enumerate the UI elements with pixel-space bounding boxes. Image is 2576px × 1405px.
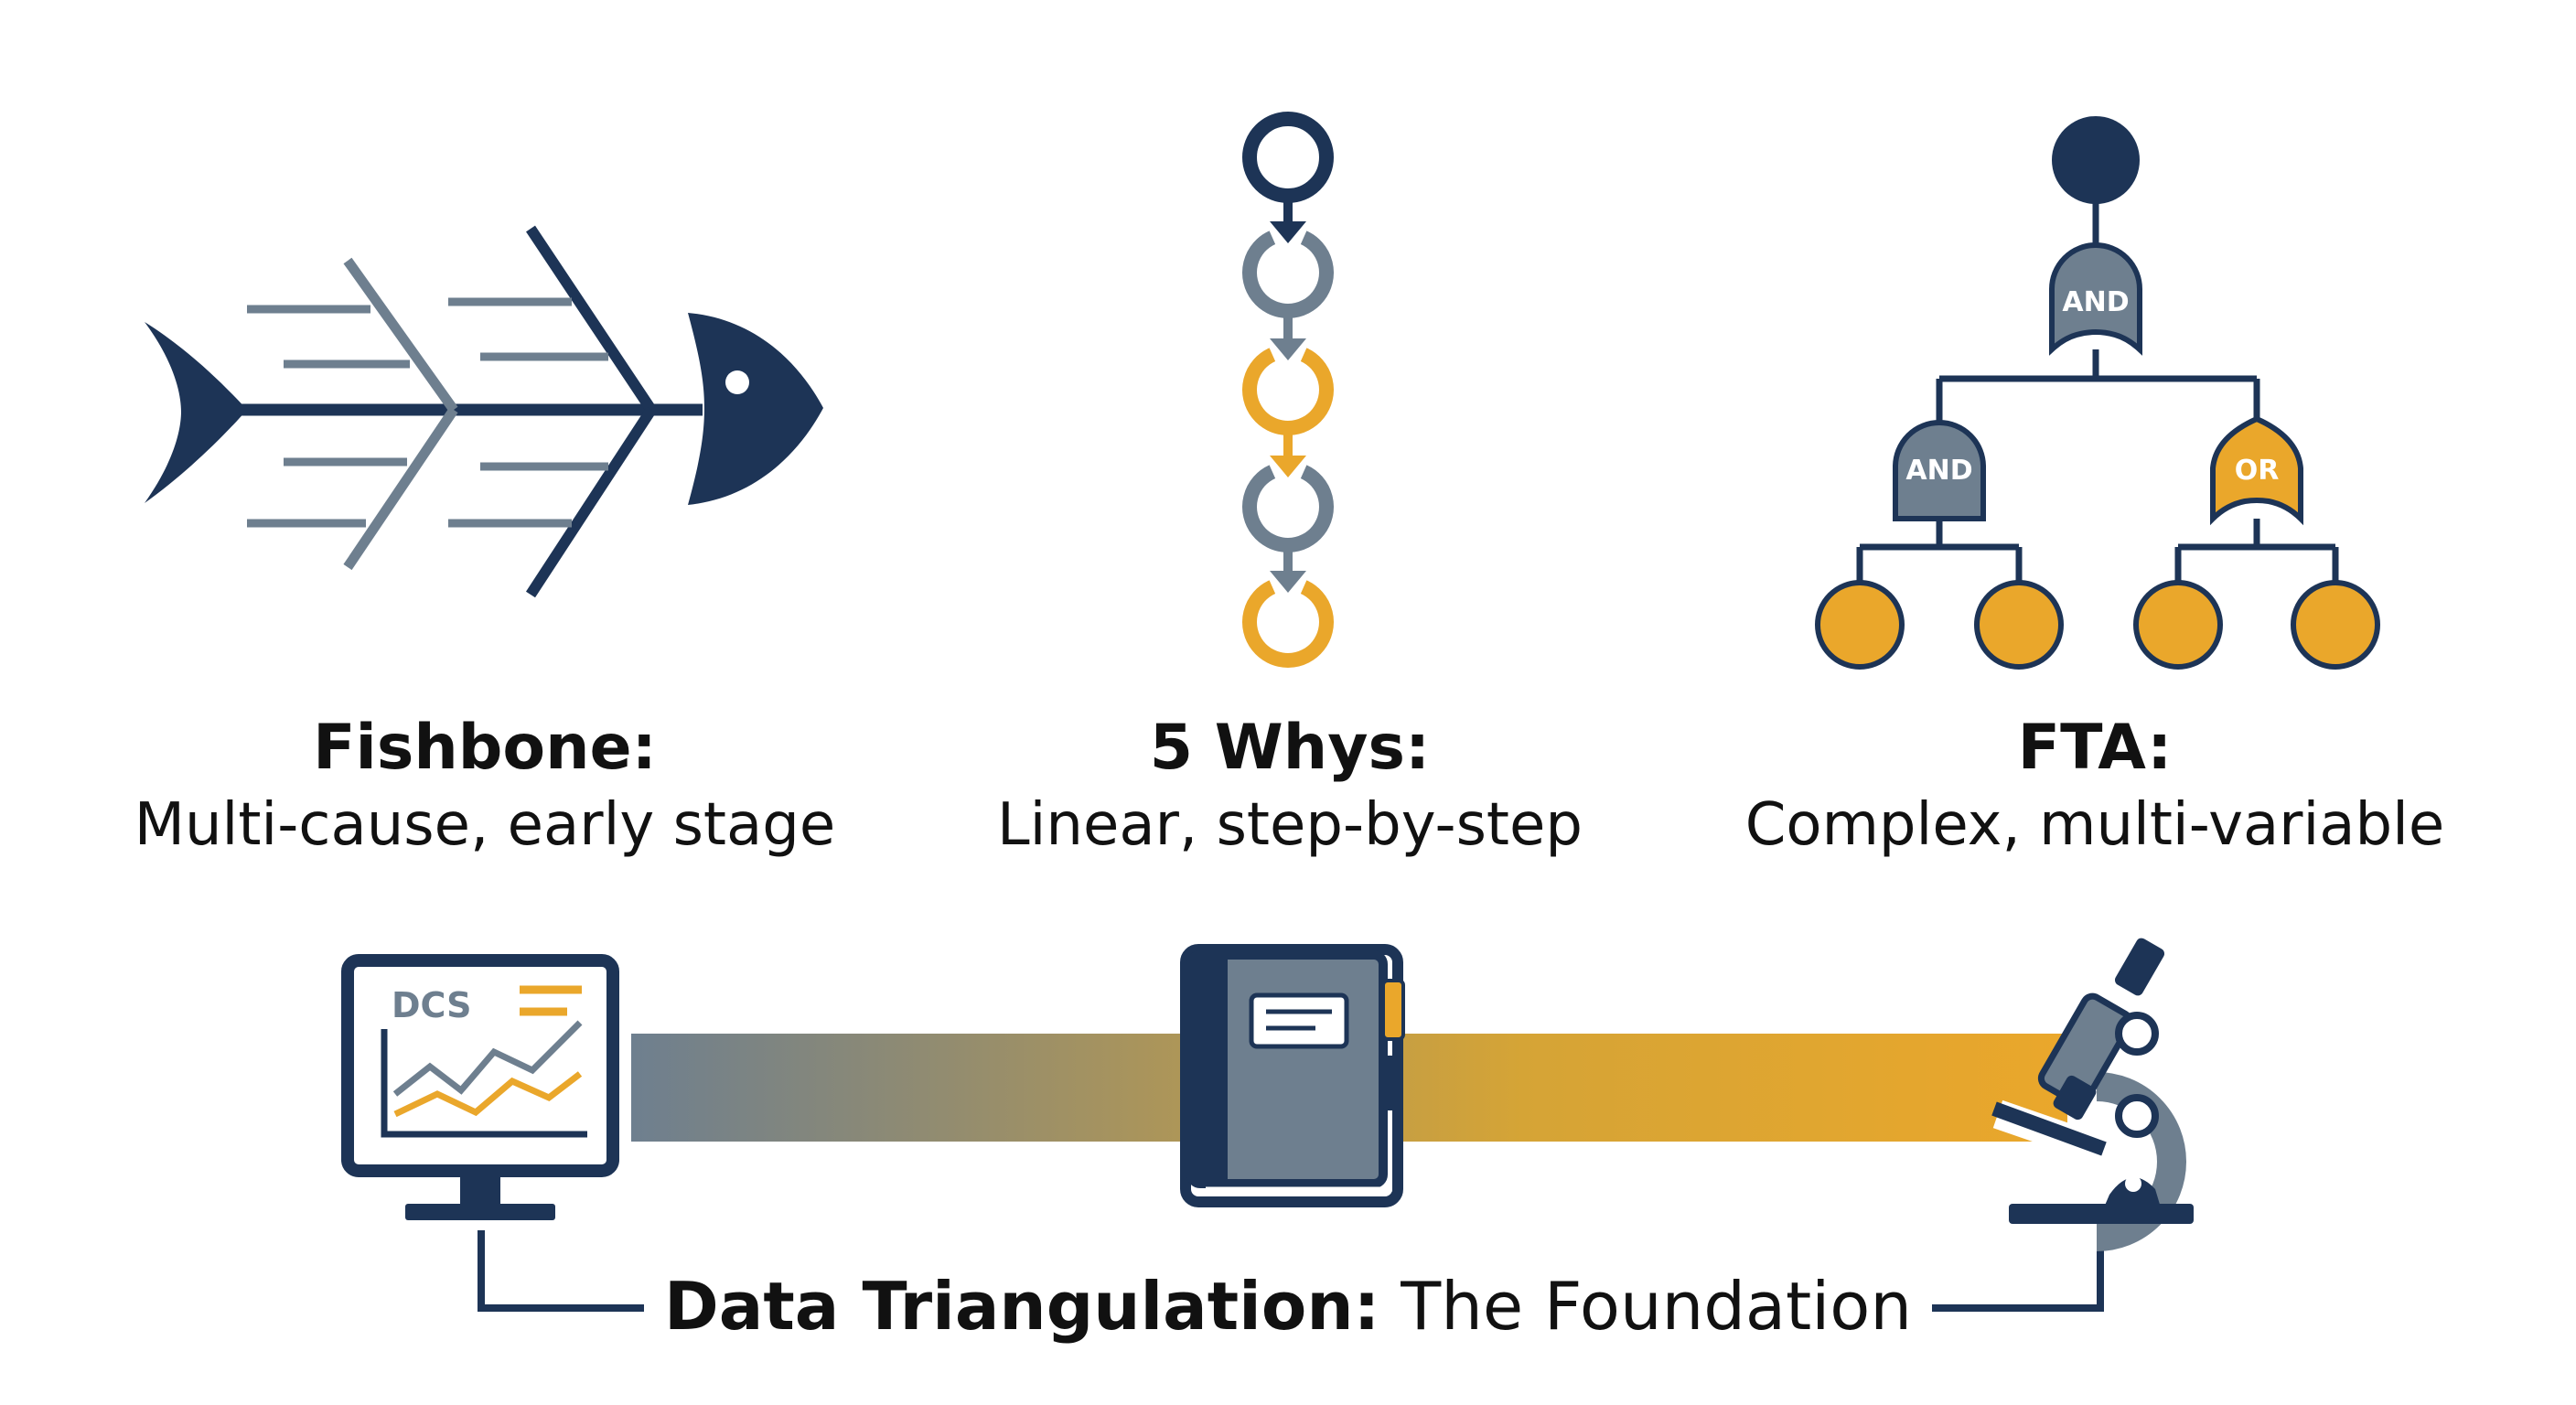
fishbone-title: Fishbone: (313, 712, 657, 784)
chain-link-3 (1242, 348, 1334, 435)
or-gate-right-label: OR (2235, 455, 2280, 487)
five-whys-caption: 5 Whys: Linear, step-by-step (851, 710, 1729, 863)
five-whys-title: 5 Whys: (1149, 712, 1431, 784)
chain-link-5 (1242, 580, 1334, 668)
fishbone-caption: Fishbone: Multi-cause, early stage (55, 710, 915, 863)
fishbone-subtitle: Multi-cause, early stage (134, 791, 836, 859)
foundation-rest: The Foundation (1379, 1268, 1912, 1345)
chain-link-1 (1242, 112, 1334, 203)
chain-arrow-head (1270, 456, 1306, 477)
fish-eye (725, 370, 749, 394)
and-gate-top-label: AND (2062, 286, 2129, 318)
chain-arrow-head (1270, 338, 1306, 360)
fishbone-icon (145, 225, 823, 598)
fta-title: FTA: (2017, 712, 2173, 784)
or-gate-right: OR (2210, 415, 2303, 526)
foundation-text: Data Triangulation: The Foundation (644, 1260, 1932, 1352)
basic-event-node (2133, 580, 2223, 670)
fta-caption: FTA: Complex, multi-variable (1637, 710, 2552, 863)
and-gate-left: AND (1893, 420, 1986, 521)
chain-arrow-head (1270, 571, 1306, 593)
and-gate-top: AND (2049, 242, 2142, 356)
fault-tree-icon: AND AND OR (1815, 116, 2380, 670)
basic-event-node (1815, 580, 1905, 670)
microscope-icon (1991, 938, 2194, 1251)
fish-head (688, 313, 823, 505)
foundation-caption: Data Triangulation: The Foundation (0, 1260, 2576, 1352)
fta-subtitle: Complex, multi-variable (1744, 791, 2445, 859)
chain-arrow-head (1270, 221, 1306, 243)
logbook-icon (1180, 944, 1405, 1207)
foundation-bold: Data Triangulation: (664, 1268, 1380, 1345)
five-whys-subtitle: Linear, step-by-step (996, 791, 1583, 859)
monitor-chart-icon: DCS (341, 954, 619, 1220)
fish-tail (145, 322, 247, 503)
chain-link-4 (1242, 465, 1334, 552)
chain-icon (1242, 112, 1334, 668)
chain-link-2 (1242, 231, 1334, 318)
basic-event-node (1974, 580, 2064, 670)
dcs-label: DCS (392, 985, 472, 1025)
and-gate-left-label: AND (1905, 455, 1972, 487)
top-event-node (2052, 116, 2140, 204)
basic-event-node (2291, 580, 2380, 670)
